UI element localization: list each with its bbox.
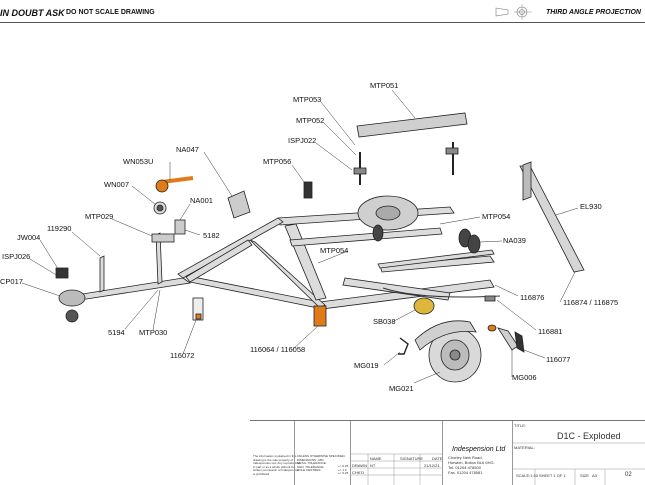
tolerance-values: +/- 0.25 +/- 1.0 +/- 0.25 [338,464,349,475]
jockey-stem [99,255,105,293]
label-na001: NA001 [190,196,213,205]
drawing-title: D1C - Exploded [557,431,621,441]
label-119290: 119290 [47,224,72,233]
label-mtp056: MTP056 [263,157,292,166]
material-label: MATERIAL: [514,445,535,450]
jack-ispj022 [353,167,367,175]
bow-roller-na001 [174,219,186,235]
drawn-name: NT [370,463,376,468]
drawing-header: IN DOUBT ASK DO NOT SCALE DRAWING THIRD … [0,0,645,23]
title-label: TITLE: [514,423,527,428]
a-frame-diagonal-right [249,239,326,309]
label-mg006: MG006 [512,373,537,382]
a-frame-right-arm [189,276,321,309]
jockey-wheel [65,309,79,323]
tolerance-notes: UNLESS OTHERWISE SPECIFIED: DIMENSIONS :… [297,454,346,472]
scale: SCALE:1:50 [516,473,539,478]
size-label: SIZE [580,473,589,478]
roller-mtp054 [372,224,384,242]
projection-label: THIRD ANGLE PROJECTION [545,9,641,16]
mudguard-mg006 [497,327,519,351]
bracket-na047 [227,190,251,219]
company-address: Chorley New Road, Horwich, Bolton BL6 6H… [448,455,495,475]
reflector-116077 [514,331,525,353]
clamp-mtp056 [303,181,313,199]
mudguard-mg021 [414,320,477,351]
label-cp017: CP017 [0,277,23,286]
confidential-note: The information contained in this drawin… [253,454,301,476]
label-mtp029: MTP029 [85,212,114,221]
label-mtp052: MTP052 [296,116,325,125]
in-doubt-ask-note: IN DOUBT ASK [0,8,65,18]
label-na039: NA039 [503,236,526,245]
revision: 02 [625,472,632,478]
projection-symbol-icon [495,4,532,20]
hitch-lock-ispj026 [55,267,69,279]
label-jw004: JW004 [17,233,41,242]
size-value: A3 [592,473,597,478]
top-board-mtp051 [356,112,468,138]
label-mtp030: MTP030 [139,328,168,337]
label-5182: 5182 [203,231,220,240]
drawn-date: 21/12/21 [424,463,440,468]
label-mtp054-b: MTP054 [320,246,349,255]
title-block-grid [350,442,645,485]
label-el930: EL930 [580,202,602,211]
sheet: SHEET 1 OF 1 [539,473,566,478]
col-name: NAME [370,456,382,461]
row-drawn: DRAWN [352,463,367,468]
a-frame-diagonal-left [185,239,253,283]
label-116881: 116881 [538,327,563,336]
label-mtp054-a: MTP054 [482,212,511,221]
col-date: DATE [432,456,443,461]
title-block: The information contained in this drawin… [250,420,645,485]
company-name: Indespension Ltd [452,446,506,453]
row-checked: CHK'D [352,470,365,475]
col-signature: SIGNATURE [400,456,424,461]
label-mtp051: MTP051 [370,81,399,90]
label-116077: 116077 [546,355,571,364]
label-116876: 116876 [520,293,545,302]
label-sb038: SB038 [373,317,396,326]
cable-116876 [382,287,501,298]
coupling-cp017 [58,289,86,307]
clip-mg019 [398,337,409,355]
label-mg021: MG021 [389,384,414,393]
winch-strap-wn053u [161,176,194,184]
label-wn053u: WN053U [123,157,154,166]
roller-na039-b [467,234,481,254]
label-116874-116875: 116874 / 116875 [563,298,619,307]
label-mtp053: MTP053 [293,95,322,104]
winch-post-mtp029 [151,233,175,243]
do-not-scale-note: DO NOT SCALE DRAWING [66,9,155,16]
label-116064-116058: 116064 / 116058 [250,345,306,354]
light-116072 [192,297,204,321]
hub-sb038 [413,297,435,315]
label-5194: 5194 [108,328,125,337]
axle-beam [342,277,451,301]
tail-light-116064 [313,305,327,327]
label-ispj026: ISPJ026 [2,252,31,261]
loading-bar [377,249,495,269]
a-frame-left-arm [177,217,284,279]
label-ispj022: ISPJ022 [288,136,317,145]
middle-crossmember [289,227,443,247]
label-mg019: MG019 [354,361,379,370]
drawbar-tube [75,277,192,301]
label-wn007: WN007 [104,180,130,189]
part-116881 [484,295,496,302]
keel-bracket [522,161,532,201]
label-116072: 116072 [170,351,195,360]
label-na047: NA047 [176,145,199,154]
